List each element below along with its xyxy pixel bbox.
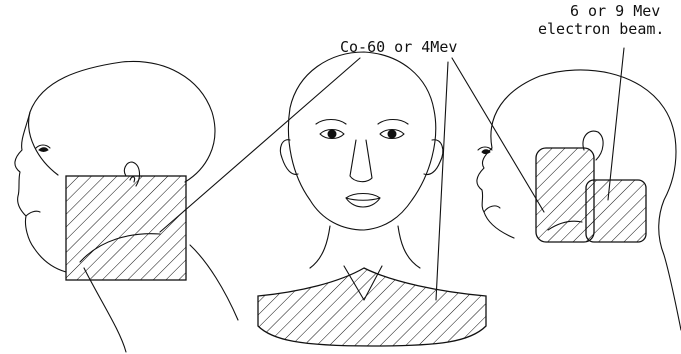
center-frontal-head bbox=[280, 52, 442, 268]
right-photon-field bbox=[536, 148, 594, 242]
electron-beam-label-line2: electron beam. bbox=[538, 20, 664, 38]
right-electron-field bbox=[586, 180, 646, 242]
leader-photon-center bbox=[436, 62, 448, 300]
electron-beam-label-line1: 6 or 9 Mev bbox=[570, 2, 660, 20]
left-lateral-photon-field bbox=[66, 176, 186, 280]
center-anterior-neck-field bbox=[258, 268, 486, 346]
leader-photon-right bbox=[452, 58, 544, 212]
photon-beam-label: Co-60 or 4Mev bbox=[340, 38, 457, 56]
leader-electron bbox=[608, 48, 624, 200]
